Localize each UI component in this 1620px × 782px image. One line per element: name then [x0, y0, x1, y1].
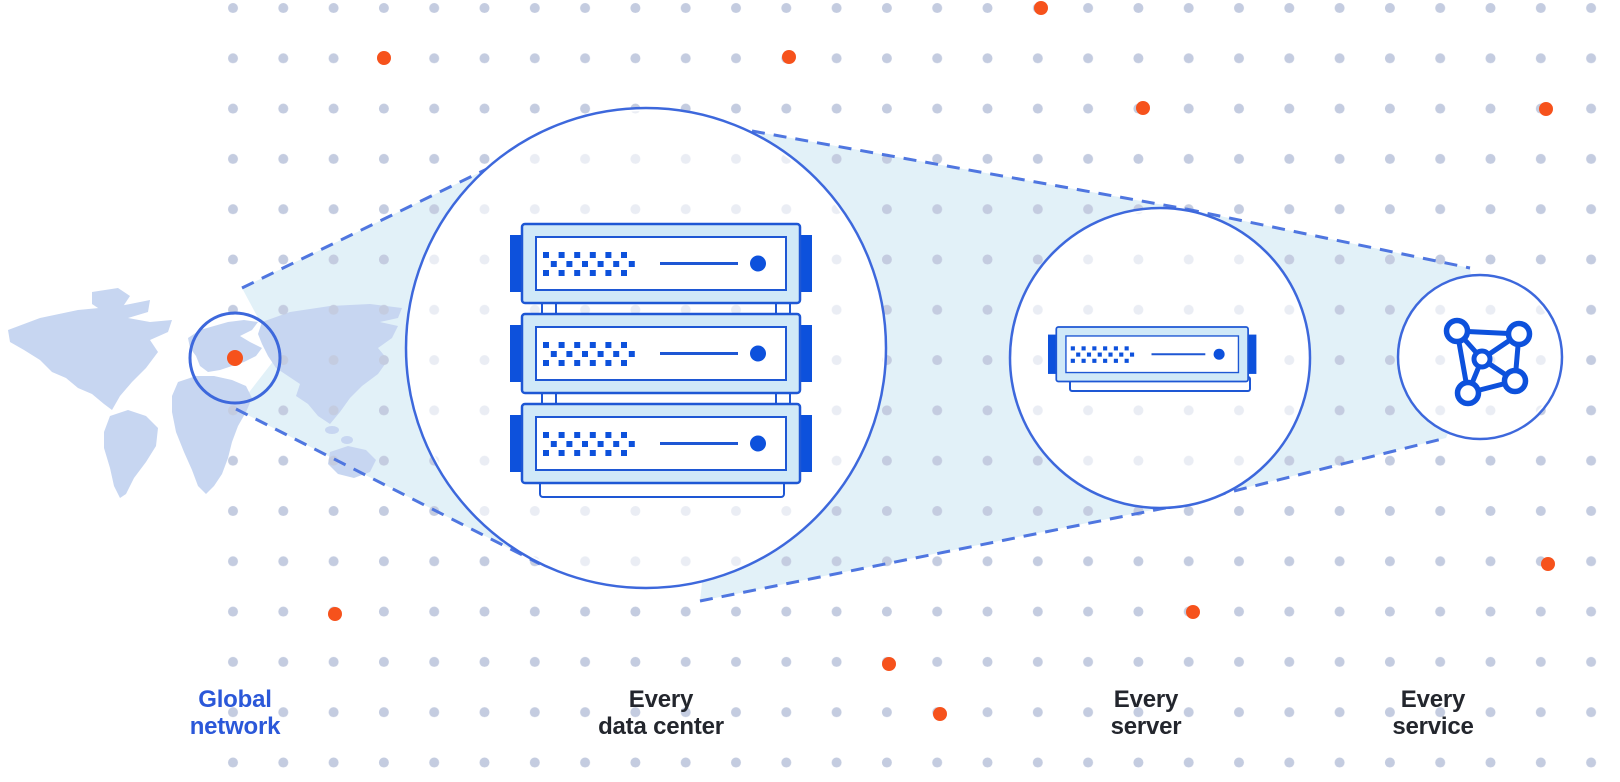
label-every-data-center: Every data center — [598, 686, 724, 740]
map-highlight-circle — [188, 311, 282, 405]
server-rack-icon — [508, 222, 814, 498]
continent-south-america — [104, 410, 158, 498]
continent-greenland — [92, 288, 130, 312]
continent-north-america — [8, 300, 172, 410]
location-marker-dot — [227, 350, 243, 366]
network-mesh-icon — [1443, 317, 1533, 407]
server-unit-icon — [1046, 325, 1258, 392]
label-every-server: Every server — [1110, 686, 1182, 740]
orange-accent-dots — [227, 1, 1555, 721]
label-every-service: Every service — [1392, 686, 1474, 740]
label-global-network: Global network — [189, 686, 281, 740]
